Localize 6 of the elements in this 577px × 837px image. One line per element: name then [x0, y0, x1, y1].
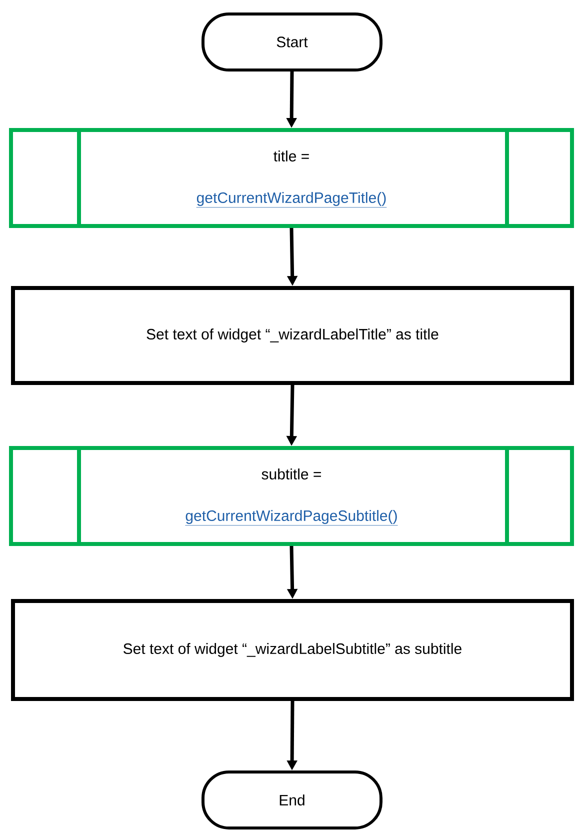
terminal-box: End [202, 770, 382, 830]
terminal-box: Start [202, 12, 382, 72]
process-box: Set text of widget “_wizardLabelSubtitle” as subtitle [11, 599, 574, 701]
predefined-process-box: subtitle = getCurrentWizardPageSubtitle() [9, 446, 574, 546]
predefined-process-box: title = getCurrentWizardPageTitle() [9, 128, 574, 228]
process-box: Set text of widget “_wizardLabelTitle” as title [11, 286, 574, 385]
